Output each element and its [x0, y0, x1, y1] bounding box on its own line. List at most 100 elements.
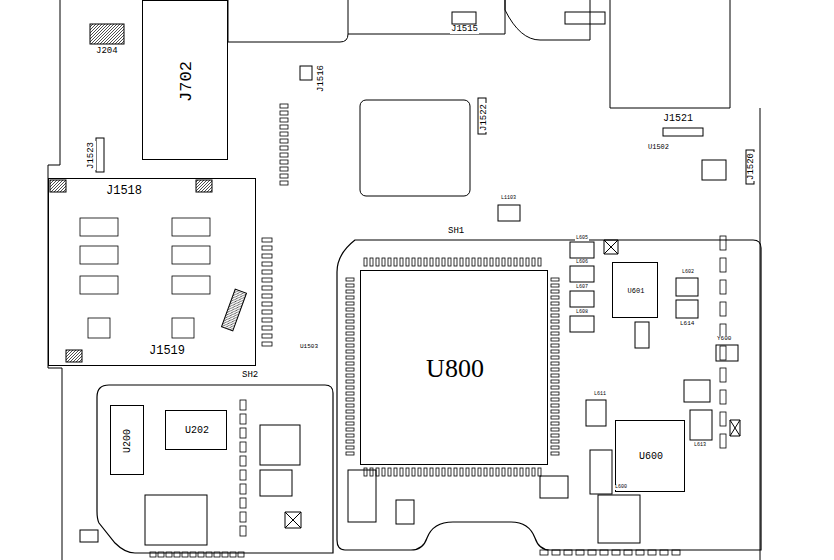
component-box: U601: [612, 262, 658, 318]
solder-pad: [551, 314, 559, 317]
part-label: L611: [593, 392, 607, 397]
solder-pad: [280, 118, 288, 122]
solder-pad: [346, 374, 354, 377]
chip-outline: [360, 100, 470, 196]
solder-pad: [262, 238, 272, 242]
solder-pad: [551, 446, 559, 449]
solder-pad: [346, 362, 354, 365]
solder-pad: [346, 320, 354, 323]
part-label: J1521: [662, 114, 694, 124]
solder-pad: [551, 344, 559, 347]
solder-pad: [240, 484, 246, 494]
solder-pad: [364, 258, 367, 266]
solder-pad: [418, 468, 421, 476]
solder-pad: [526, 468, 529, 476]
solder-pad: [262, 286, 272, 290]
solder-pad: [551, 374, 559, 377]
solder-pad: [720, 412, 726, 426]
solder-pad: [551, 302, 559, 305]
solder-pad: [551, 398, 559, 401]
part-designator: U600: [638, 452, 664, 462]
part-label: J1520: [747, 151, 756, 180]
solder-pad: [551, 434, 559, 437]
solder-pad: [346, 338, 354, 341]
solder-pad: [551, 320, 559, 323]
solder-pad: [280, 132, 288, 136]
solder-pad: [370, 468, 373, 476]
solder-pad: [240, 400, 246, 410]
solder-pad: [262, 246, 272, 250]
chip-outline: [570, 316, 594, 332]
chip-outline: [586, 400, 606, 426]
solder-pad: [406, 468, 409, 476]
solder-pad: [551, 380, 559, 383]
solder-pad: [612, 550, 620, 555]
connector-outline: [565, 12, 605, 24]
part-label: J1519: [148, 345, 186, 357]
solder-pad: [346, 290, 354, 293]
solder-pad: [262, 342, 272, 346]
solder-pad: [424, 258, 427, 266]
solder-pad: [478, 468, 481, 476]
part-designator: J702: [178, 60, 195, 103]
solder-pad: [484, 468, 487, 476]
solder-pad: [624, 550, 632, 555]
solder-pad: [262, 278, 272, 282]
solder-pad: [412, 258, 415, 266]
solder-pad: [551, 368, 559, 371]
solder-pad: [262, 310, 272, 314]
solder-pad: [588, 550, 596, 555]
part-designator: U200: [123, 428, 133, 454]
solder-pad: [551, 392, 559, 395]
solder-pad: [720, 236, 726, 250]
board-edge: [48, 0, 62, 560]
solder-pad: [466, 258, 469, 266]
chip-outline: [260, 425, 300, 465]
solder-pad: [280, 125, 288, 129]
part-label: L602: [681, 270, 695, 275]
solder-pad: [346, 278, 354, 281]
chip-outline: [396, 500, 414, 524]
part-label: U1503: [299, 344, 319, 350]
solder-pad: [80, 246, 118, 264]
chip-outline: [145, 495, 207, 545]
solder-pad: [280, 174, 288, 178]
solder-pad: [346, 302, 354, 305]
solder-pad: [418, 258, 421, 266]
component-box: U600: [615, 420, 685, 492]
part-label: U1502: [647, 144, 670, 151]
solder-pad: [552, 550, 560, 555]
solder-pad: [346, 386, 354, 389]
solder-pad: [346, 332, 354, 335]
solder-pad: [262, 334, 272, 338]
solder-pad: [280, 160, 288, 164]
solder-pad: [346, 434, 354, 437]
shield-outline-path: [97, 385, 333, 553]
chip-outline: [676, 278, 698, 296]
solder-pad: [460, 468, 463, 476]
solder-pad: [388, 258, 391, 266]
solder-pad: [551, 416, 559, 419]
solder-pad: [551, 422, 559, 425]
solder-pad: [346, 344, 354, 347]
solder-pad: [496, 468, 499, 476]
solder-pad: [460, 258, 463, 266]
part-label: L608: [575, 310, 589, 315]
solder-pad: [346, 440, 354, 443]
solder-pad: [376, 468, 379, 476]
solder-pad: [346, 380, 354, 383]
chip-outline: [635, 322, 649, 348]
solder-pad: [496, 258, 499, 266]
solder-pad: [551, 350, 559, 353]
solder-pad: [600, 550, 608, 555]
connector-outline: [663, 128, 703, 136]
solder-pad: [720, 258, 726, 272]
part-label: J1515: [450, 25, 479, 34]
solder-pad: [346, 326, 354, 329]
solder-pad: [551, 296, 559, 299]
solder-pad: [262, 326, 272, 330]
solder-pad: [551, 362, 559, 365]
solder-pad: [346, 392, 354, 395]
solder-pad: [472, 468, 475, 476]
